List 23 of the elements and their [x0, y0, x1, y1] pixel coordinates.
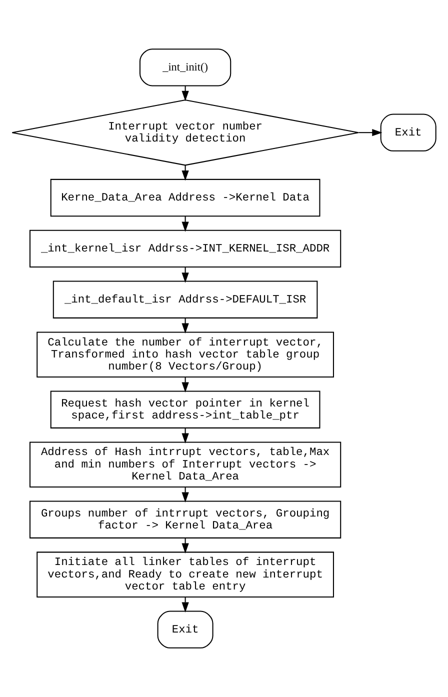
arrow [358, 129, 382, 136]
node-box: _int_kernel_isr Addrss->INT_KERNEL_ISR_ADDR [29, 230, 342, 268]
arrow [182, 377, 189, 392]
arrow [182, 428, 189, 444]
node-box: Address of Hash intrrupt vectors, table,Max and min numbers of Interrupt vectors -> Kernel Data_Area [29, 442, 342, 488]
node-box: Exit [380, 114, 436, 152]
node-box: _int_default_isr Addrss->DEFAULT_ISR [52, 280, 318, 318]
node-box: Exit [157, 610, 214, 648]
node-box: Initiate all linker tables of interrupt vectors,and Ready to create new interrupt vector table entry [36, 552, 334, 598]
node-box: _int_init() [139, 48, 232, 86]
arrow [182, 487, 189, 502]
arrow [182, 86, 189, 102]
arrow [182, 267, 189, 283]
node-box: Request hash vector pointer in kernel space,first address->int_table_ptr [50, 390, 320, 428]
arrow [182, 165, 189, 181]
node-box: Groups number of intrrupt vectors, Grouping factor -> Kernel Data_Area [29, 500, 342, 538]
node-box: Calculate the number of interrupt vector, Transformed into hash vector table group number(8 Vectors/Group) [36, 332, 334, 378]
arrow [182, 597, 189, 612]
arrow [182, 318, 189, 334]
arrow [182, 216, 189, 232]
arrow [182, 538, 189, 554]
node-diamond: Interrupt vector number validity detection [12, 99, 359, 166]
node-box: Kerne_Data_Area Address ->Kernel Data [50, 178, 320, 217]
